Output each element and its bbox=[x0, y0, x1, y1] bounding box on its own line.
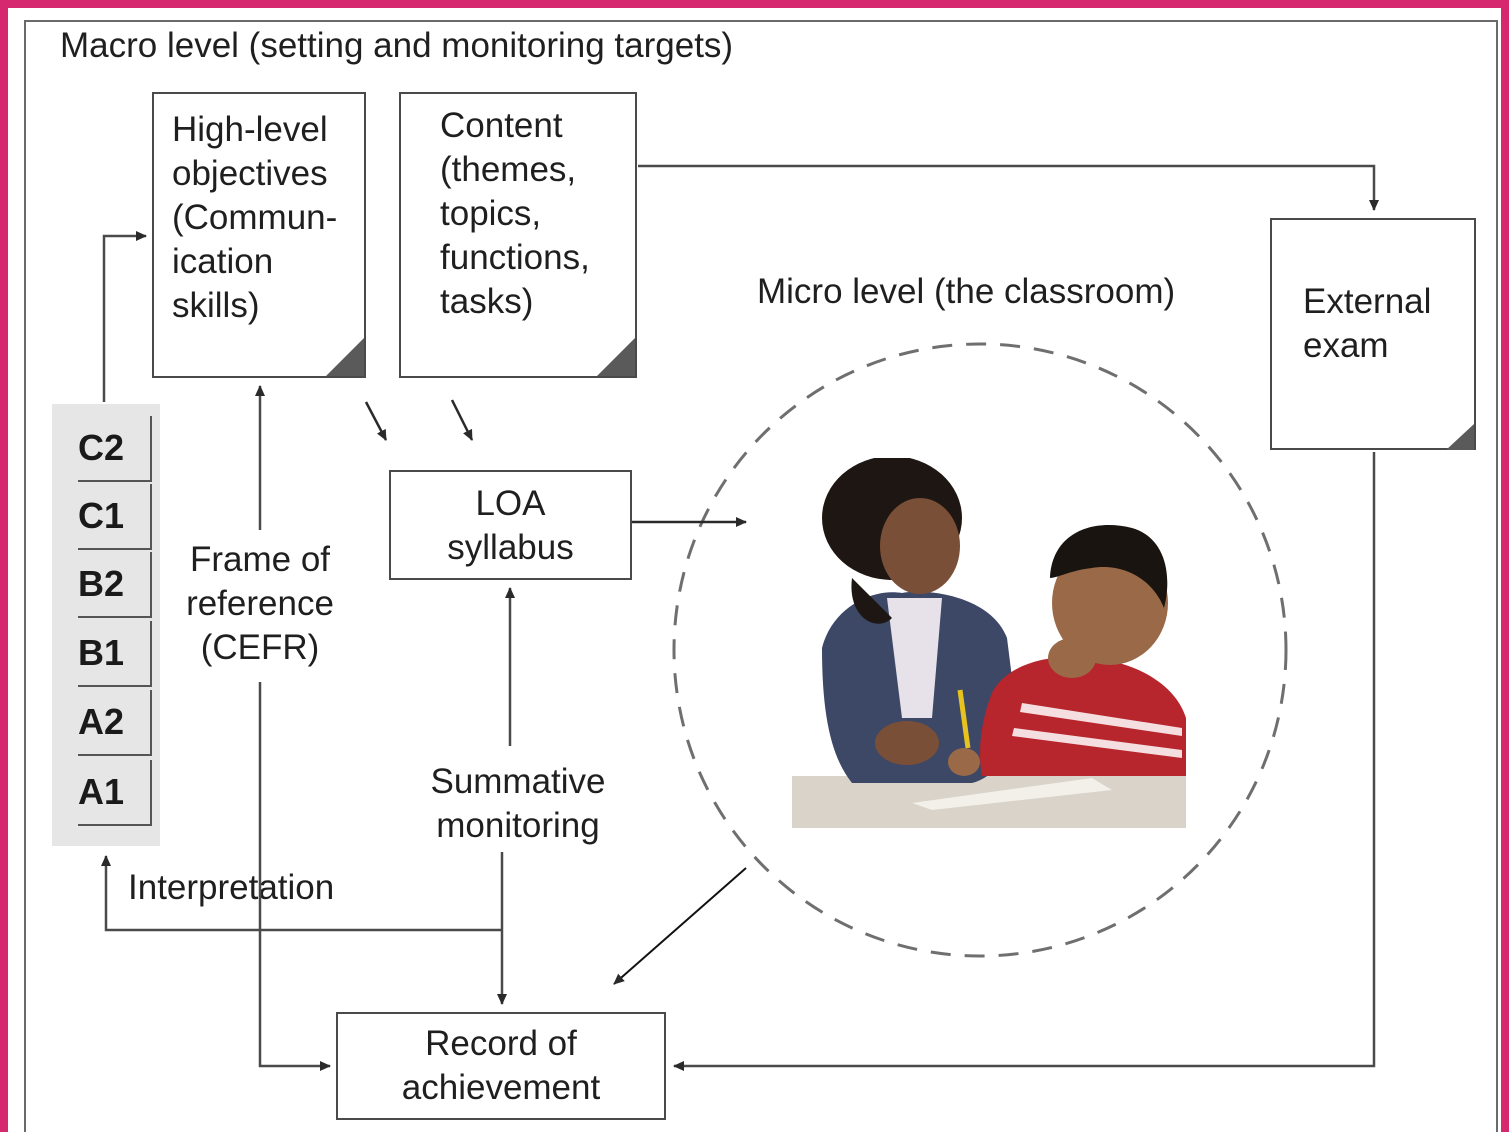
arrow-frame-to-record bbox=[258, 682, 331, 1071]
frame-of-reference-label: Frame of reference (CEFR) bbox=[176, 538, 344, 670]
level-b2: B2 bbox=[78, 552, 152, 618]
level-c1: C1 bbox=[78, 484, 152, 550]
boy-writing-hand bbox=[948, 748, 980, 776]
external-exam-text: External exam bbox=[1303, 282, 1432, 365]
objectives-page-fold bbox=[326, 338, 364, 376]
arrow-classroom-to-record bbox=[613, 867, 747, 985]
arrow-interpretation-to-scale bbox=[101, 855, 502, 932]
content-page-fold bbox=[597, 338, 635, 376]
micro-level-label: Micro level (the classroom) bbox=[757, 272, 1176, 311]
classroom-photo bbox=[792, 458, 1186, 828]
content-document bbox=[399, 92, 637, 378]
record-of-achievement-box bbox=[336, 1012, 666, 1120]
boy-hand-on-chin bbox=[1048, 638, 1096, 678]
external-exam-page-fold bbox=[1446, 424, 1474, 450]
arrow-objectives-to-syllabus bbox=[364, 401, 388, 441]
arrow-scale-to-objectives bbox=[102, 231, 147, 402]
teacher-shirt bbox=[887, 598, 942, 718]
macro-level-label: Macro level (setting and monitoring targ… bbox=[60, 26, 734, 65]
objectives-document bbox=[152, 92, 366, 378]
pencil bbox=[957, 689, 971, 749]
interpretation-label: Interpretation bbox=[128, 866, 335, 910]
paper-sheet bbox=[912, 778, 1112, 810]
arrow-content-to-exam bbox=[638, 164, 1379, 211]
cefr-level-scale bbox=[52, 404, 160, 846]
level-b1: B1 bbox=[78, 621, 152, 687]
arrow-exam-to-record bbox=[673, 452, 1376, 1071]
boy-hair bbox=[1050, 525, 1168, 608]
arrow-content-to-syllabus bbox=[450, 399, 474, 441]
teacher-and-student-illustration bbox=[792, 458, 1186, 828]
teacher-face bbox=[880, 498, 960, 594]
loa-syllabus-box bbox=[389, 470, 632, 580]
level-a1: A1 bbox=[78, 760, 152, 826]
level-a2: A2 bbox=[78, 690, 152, 756]
record-of-achievement-text: Record of achievement bbox=[401, 1024, 601, 1107]
shirt-stripes bbox=[1012, 703, 1182, 758]
summative-monitoring-label: Summative monitoring bbox=[418, 760, 618, 848]
level-c2: C2 bbox=[78, 416, 152, 482]
external-exam-document bbox=[1270, 218, 1476, 450]
objectives-text: High-level objectives (Commun- ication s… bbox=[172, 110, 338, 325]
macro-level-frame bbox=[24, 20, 1498, 1132]
teacher-hands bbox=[875, 721, 939, 765]
loa-syllabus-text: LOA syllabus bbox=[447, 484, 574, 567]
content-text: Content (themes, topics, functions, task… bbox=[440, 106, 590, 321]
classroom-circle bbox=[672, 342, 1288, 958]
